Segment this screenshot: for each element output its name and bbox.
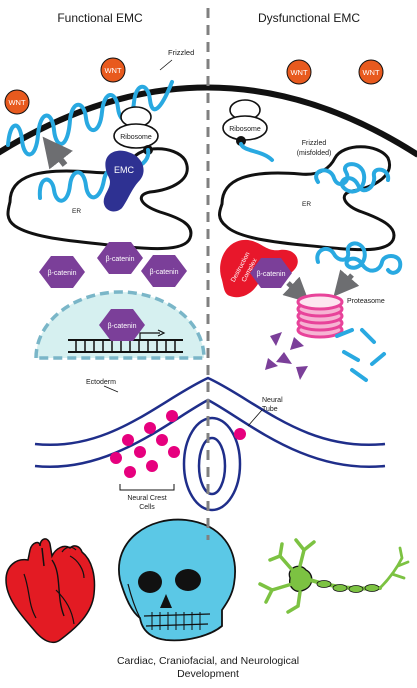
trafficking-arrow (42, 136, 73, 170)
neural-tube-lumen (197, 436, 227, 496)
beta-catenin-label: β-catenin (106, 256, 135, 263)
neural-tube-leader (247, 409, 263, 427)
er-membrane-right (218, 145, 396, 252)
beta-catenin-1: β-catenin (97, 242, 143, 274)
degraded-fragment (342, 350, 360, 362)
frizzled-misfolded-label-1: Frizzled (302, 140, 327, 147)
arrow-to-proteasome-2 (333, 269, 360, 297)
neural-crest-cell (110, 452, 122, 464)
development-caption-2: Development (177, 668, 239, 680)
degraded-fragment (360, 328, 376, 344)
neural-crest-cell (156, 434, 168, 446)
degraded-fragment (370, 352, 386, 366)
neural-tube-label-2: Tube (262, 406, 278, 413)
neural-crest-cell (168, 446, 180, 458)
degraded-fragment (335, 328, 354, 338)
proteasome (296, 293, 344, 339)
wnt-ligand-right-2: WNT (358, 59, 384, 85)
frizzled-receptor-membrane (6, 80, 174, 157)
wnt-label: WNT (290, 68, 307, 77)
frizzled-misfolded-label-2: (misfolded) (297, 150, 332, 157)
transcription-arrowhead (157, 329, 166, 337)
arrow-to-proteasome-1 (282, 276, 310, 303)
heart-illustration (5, 538, 96, 644)
neural-crest-cell (144, 422, 156, 434)
er-label-left: ER (72, 208, 81, 215)
wnt-ligand-right-1: WNT (286, 59, 312, 85)
beta-catenin-degraded: β-catenin (250, 258, 292, 288)
frizzled-misfolded-cytosol (315, 241, 403, 275)
neural-crest-cell (146, 460, 158, 472)
ectoderm-leader (103, 385, 119, 393)
neural-crest-label-2: Cells (139, 504, 155, 511)
er-membrane-left (6, 147, 193, 251)
frizzled-label: Frizzled (168, 48, 194, 57)
neural-crest-cell (134, 446, 146, 458)
right-panel-title: Dysfunctional EMC (258, 11, 360, 25)
neural-tube-outer (182, 416, 242, 512)
beta-catenin-label: β-catenin (48, 270, 77, 277)
wnt-label: WNT (362, 68, 379, 77)
neural-crest-cell (124, 466, 136, 478)
frizzled-leader-line (159, 59, 173, 71)
emc-label: EMC (114, 165, 135, 175)
frizzled-misfolded-er (314, 162, 391, 194)
neural-crest-bracket (119, 484, 175, 491)
er-label-right: ER (302, 201, 311, 208)
degraded-fragment (290, 337, 304, 350)
neural-crest-cell (166, 410, 178, 422)
neural-crest-cell (234, 428, 246, 440)
emc-complex: EMC (103, 150, 144, 212)
beta-catenin-nuclear: β-catenin (99, 309, 145, 341)
degraded-fragment (265, 358, 278, 370)
proteasome-label: Proteasome (347, 298, 385, 305)
wnt-ligand-left-2: WNT (100, 57, 126, 83)
degraded-fragment (296, 366, 308, 380)
skull-illustration (118, 518, 236, 642)
neuron-illustration (258, 538, 410, 614)
neural-tube-label-1: Neural (262, 397, 283, 404)
development-caption-1: Cardiac, Craniofacial, and Neurological (117, 655, 299, 667)
beta-catenin-label: β-catenin (150, 269, 179, 276)
nascent-chain-right (239, 142, 274, 162)
neural-crest-label-1: Neural Crest (127, 495, 166, 502)
beta-catenin-label: β-catenin (108, 323, 137, 330)
transcription-arrow (139, 332, 160, 340)
ectoderm-outer (34, 376, 386, 447)
ectoderm-inner (34, 398, 386, 469)
ribosome-label: Ribosome (120, 134, 152, 141)
ectoderm-label: Ectoderm (86, 379, 116, 386)
wnt-ligand-left-1: WNT (4, 89, 30, 115)
beta-catenin-label: β-catenin (257, 271, 286, 278)
ribosome-right: Ribosome (222, 99, 268, 146)
ribosome-left: Ribosome (113, 106, 159, 155)
frizzled-nascent-left (37, 168, 120, 203)
beta-catenin-3: β-catenin (141, 255, 187, 287)
left-panel-title: Functional EMC (57, 11, 143, 25)
degraded-fragment (270, 332, 282, 346)
neural-crest-cell (122, 434, 134, 446)
wnt-label: WNT (104, 66, 121, 75)
beta-catenin-2: β-catenin (39, 256, 85, 288)
wnt-label: WNT (8, 98, 25, 107)
degraded-fragment (350, 368, 368, 382)
ribosome-label: Ribosome (229, 126, 261, 133)
degraded-fragment (276, 352, 292, 364)
